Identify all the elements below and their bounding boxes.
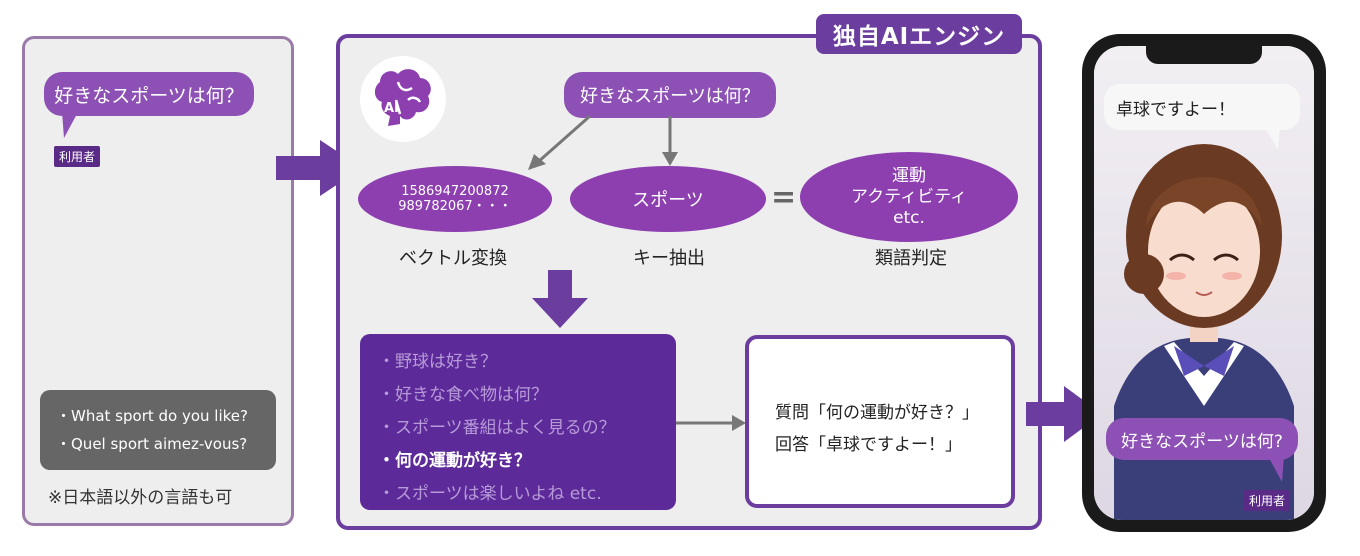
answer-question-line: 質問「何の運動が好き？」 — [775, 403, 979, 423]
candidate-item: ・スポーツは楽しいよね etc. — [378, 484, 602, 504]
answer-box: 質問「何の運動が好き？」 回答「卓球ですよー！」 — [745, 335, 1015, 508]
phone-user-tag: 利用者 — [1244, 490, 1291, 511]
ai-badge-text: AI — [384, 101, 399, 116]
candidate-item-selected: ・何の運動が好き？ — [378, 451, 531, 471]
engine-question-text: 好きなスポーツは何？ — [580, 86, 760, 107]
ai-brain-badge: AI — [360, 56, 446, 142]
arrow-right-small-icon — [676, 415, 746, 431]
vector-label: ベクトル変換 — [399, 248, 507, 269]
synonym-text: 運動 アクティビティ etc. — [850, 165, 968, 228]
keyword-label: キー抽出 — [633, 248, 705, 269]
user-tag: 利用者 — [54, 146, 101, 167]
branch-arrows — [528, 114, 678, 170]
lang-example-en: ・What sport do you like? — [56, 407, 248, 425]
candidate-item: ・好きな食べ物は何？ — [378, 385, 548, 405]
candidate-item: ・スポーツ番組はよく見るの？ — [378, 418, 616, 438]
synonym-label: 類語判定 — [875, 248, 947, 269]
engine-question-bubble: 好きなスポーツは何？ — [564, 72, 776, 118]
bubble-tail — [62, 112, 78, 138]
user-question-text: 好きなスポーツは何？ — [54, 84, 244, 107]
vector-values: 1586947200872 989782067・・・ — [398, 184, 512, 214]
phone-notch — [1146, 44, 1262, 64]
bubble-tail — [1268, 456, 1284, 482]
engine-title: 独自AIエンジン — [816, 14, 1022, 54]
vector-ellipse: 1586947200872 989782067・・・ — [358, 166, 552, 232]
language-note: ※日本語以外の言語も可 — [48, 488, 233, 508]
answer-reply-line: 回答「卓球ですよー！」 — [775, 435, 962, 455]
ai-reply-text: 卓球ですよー！ — [1116, 99, 1235, 120]
candidate-item: ・野球は好き？ — [378, 352, 497, 372]
candidate-question-list: ・野球は好き？ ・好きな食べ物は何？ ・スポーツ番組はよく見るの？ ・何の運動が… — [360, 334, 676, 510]
reply-bubble-tail — [1264, 126, 1280, 150]
keyword-text: スポーツ — [632, 190, 704, 211]
user-question-bubble: 好きなスポーツは何？ — [44, 72, 254, 116]
phone-user-bubble: 好きなスポーツは何? — [1106, 418, 1298, 460]
lang-example-fr: ・Quel sport aimez-vous? — [56, 435, 248, 453]
equals-sign: = — [771, 180, 797, 215]
ai-reply-bubble: 卓球ですよー！ — [1104, 84, 1300, 130]
synonym-ellipse: 運動 アクティビティ etc. — [800, 152, 1018, 242]
arrow-down-icon — [532, 270, 588, 328]
language-examples: ・What sport do you like? ・Quel sport aim… — [40, 390, 276, 470]
brain-icon: AI — [374, 69, 431, 126]
phone-user-question: 好きなスポーツは何? — [1121, 431, 1283, 452]
keyword-ellipse: スポーツ — [570, 166, 766, 232]
